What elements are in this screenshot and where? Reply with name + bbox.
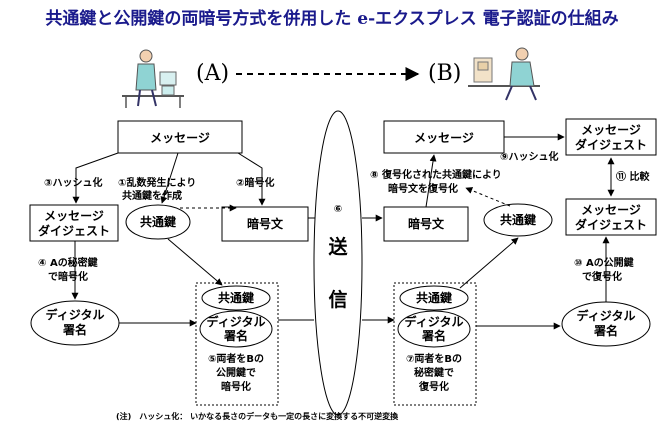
svg-text:暗号化: 暗号化 xyxy=(221,380,251,393)
step3-label: ③ハッシュ化 xyxy=(44,176,102,189)
svg-text:復号化: 復号化 xyxy=(418,380,449,393)
footnote: (注) ハッシュ化： いかなる長さのデータも一定の長さに変換する不可逆変換 xyxy=(116,411,399,421)
receiver-digest-bottom-box: メッセージ ダイジェスト xyxy=(565,198,657,236)
svg-text:ディジタル: ディジタル xyxy=(46,307,105,322)
step11-label: ⑪ 比較 xyxy=(616,170,650,183)
step8-label-line2: 暗号文を復号化 xyxy=(388,182,458,195)
sender-common-key-ellipse: 共通鍵 xyxy=(125,204,191,240)
step9-label: ⑨ハッシュ化 xyxy=(500,150,558,163)
receiver-package: 共通鍵 ディジタル 署名 ⑦両者をBの 秘密鍵で 復号化 xyxy=(393,282,477,406)
svg-text:共通鍵: 共通鍵 xyxy=(500,212,536,227)
sender-digest-box: メッセージ ダイジェスト xyxy=(29,204,119,242)
person-b-icon xyxy=(468,47,540,101)
svg-text:暗号文: 暗号文 xyxy=(408,216,445,231)
step2-label: ②暗号化 xyxy=(236,176,274,189)
svg-text:共通鍵: 共通鍵 xyxy=(140,214,176,229)
svg-text:ダイジェスト: ダイジェスト xyxy=(575,217,647,232)
step4-label-line2: で暗号化 xyxy=(48,270,88,283)
receiver-ciphertext-box: 暗号文 xyxy=(383,206,469,242)
svg-text:署名: 署名 xyxy=(62,322,87,337)
svg-text:ダイジェスト: ダイジェスト xyxy=(38,223,110,238)
svg-text:ディジタル: ディジタル xyxy=(207,314,266,329)
step10-label-line2: で復号化 xyxy=(582,270,622,283)
svg-text:⑦両者をBの: ⑦両者をBの xyxy=(406,352,462,365)
svg-text:共通鍵: 共通鍵 xyxy=(416,290,452,305)
svg-text:署名: 署名 xyxy=(223,328,248,343)
svg-text:ディジタル: ディジタル xyxy=(405,314,464,329)
svg-text:信: 信 xyxy=(328,288,347,311)
svg-text:送: 送 xyxy=(328,235,348,258)
svg-text:メッセージ: メッセージ xyxy=(150,131,210,145)
receiver-digest-top-box: メッセージ ダイジェスト xyxy=(565,118,657,156)
step1-label-line2: 共通鍵を作成 xyxy=(122,189,182,202)
receiver-signature-ellipse: ディジタル 署名 xyxy=(561,301,651,347)
receiver-message-box: メッセージ xyxy=(383,120,505,154)
svg-text:ダイジェスト: ダイジェスト xyxy=(575,137,647,152)
svg-text:⑥: ⑥ xyxy=(334,204,342,215)
svg-text:ディジタル: ディジタル xyxy=(577,308,636,323)
party-b-label: (B) xyxy=(428,61,461,86)
transmit-ellipse: ⑥ 送 信 xyxy=(313,110,363,416)
step8-label-line1: ⑧ 復号化された共通鍵により xyxy=(370,168,502,181)
step1-label-line1: ①乱数発生により xyxy=(118,176,196,189)
svg-text:⑤両者をBの: ⑤両者をBの xyxy=(208,352,264,365)
sender-package: 共通鍵 ディジタル 署名 ⑤両者をBの 公開鍵で 暗号化 xyxy=(195,282,279,406)
receiver-common-key-ellipse: 共通鍵 xyxy=(483,203,553,237)
svg-text:メッセージ: メッセージ xyxy=(44,209,104,223)
svg-text:共通鍵: 共通鍵 xyxy=(218,290,254,305)
party-a-label: (A) xyxy=(196,61,229,86)
svg-text:秘密鍵で: 秘密鍵で xyxy=(414,366,454,379)
step4-label-line1: ④ Aの秘密鍵 xyxy=(38,256,98,269)
svg-text:署名: 署名 xyxy=(593,323,618,338)
diagram-title: 共通鍵と公開鍵の両暗号方式を併用した e-エクスプレス 電子認証の仕組み xyxy=(45,8,618,29)
step10-label-line1: ⑩ Aの公開鍵 xyxy=(574,256,634,269)
svg-text:メッセージ: メッセージ xyxy=(414,131,474,145)
receiver-arrows xyxy=(425,133,615,330)
svg-text:公開鍵で: 公開鍵で xyxy=(216,366,256,379)
sender-signature-ellipse: ディジタル 署名 xyxy=(30,300,120,346)
svg-text:署名: 署名 xyxy=(421,328,446,343)
svg-text:暗号文: 暗号文 xyxy=(247,216,284,231)
person-a-icon xyxy=(118,49,184,108)
sender-ciphertext-box: 暗号文 xyxy=(221,206,309,242)
sender-message-box: メッセージ xyxy=(117,120,243,154)
svg-text:メッセージ: メッセージ xyxy=(581,123,641,137)
svg-text:メッセージ: メッセージ xyxy=(581,203,641,217)
